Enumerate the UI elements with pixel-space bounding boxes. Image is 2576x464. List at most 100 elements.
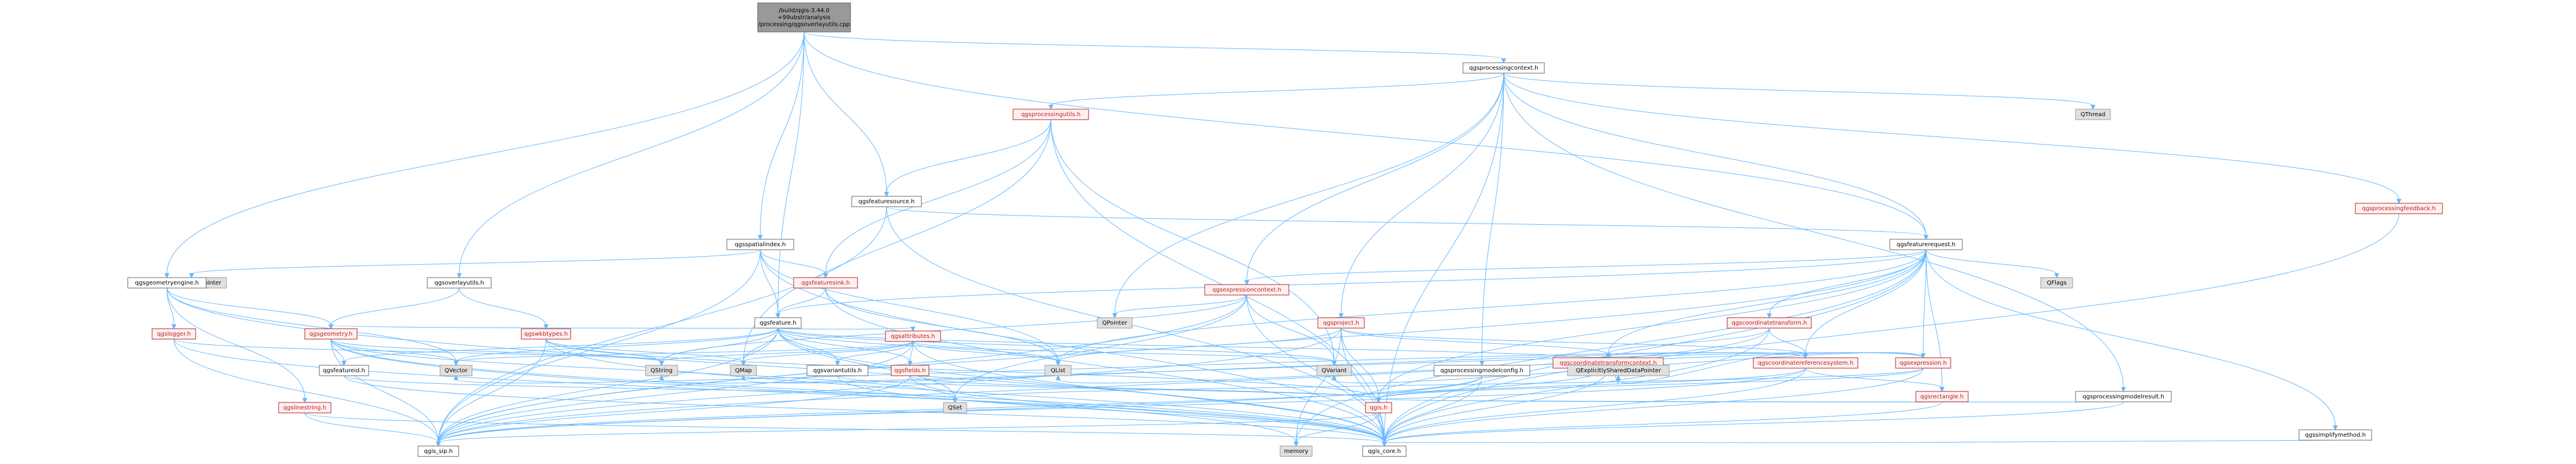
node-qgsprocessingcontext[interactable]: qgsprocessingcontext.h	[1462, 62, 1545, 74]
edge-qgsattributes-to-qstring	[661, 341, 913, 362]
node-label: qgscoordinatereferencesystem.h	[1758, 360, 1854, 366]
node-label: qgscoordinatetransform.h	[1732, 320, 1807, 326]
node-qgsrectangle[interactable]: qgsrectangle.h	[1915, 391, 1969, 402]
edge-arrowhead-qgsvariantutils	[835, 361, 840, 366]
node-root[interactable]: /build/qgis-3.44.0+99ubstr/analysis/proc…	[757, 2, 851, 33]
edge-qgsgeometry-to-qstring	[330, 339, 662, 362]
node-qgsexpression[interactable]: qgsexpression.h	[1895, 357, 1951, 369]
node-qgsfeaturerequest[interactable]: qgsfeaturerequest.h	[1889, 239, 1963, 250]
edge-qgsfeaturerequest-to-qgsexpressioncontext	[1246, 249, 1926, 282]
node-qgsexpressioncontext[interactable]: qgsexpressioncontext.h	[1204, 284, 1289, 296]
edge-arrowhead-qgsprocessingutils	[1048, 105, 1054, 110]
edge-qgsgeometry-to-qvector	[330, 339, 456, 362]
node-box	[891, 365, 929, 376]
edge-qgscoordinatetransform-to-qgis_core	[1384, 328, 1770, 443]
edge-qgsprocessingmodelconfig-to-qgis	[1378, 375, 1482, 400]
node-qgsgeometry[interactable]: qgsgeometry.h	[304, 328, 358, 340]
node-box	[1727, 317, 1812, 329]
node-qgswkbtypes[interactable]: qgswkbtypes.h	[521, 328, 571, 340]
node-label: qgsrectangle.h	[1921, 394, 1964, 400]
node-qgsattributes[interactable]: qgsattributes.h	[885, 330, 941, 342]
node-qgsfeaturesource[interactable]: qgsfeaturesource.h	[851, 196, 922, 207]
edge-qgscoordinatetransform-to-qgscoordinatereferencesystem	[1769, 328, 1806, 355]
node-label: qgssimplifymethod.h	[2305, 432, 2366, 438]
edge-arrowhead-qvariant	[1331, 375, 1337, 380]
node-box	[730, 365, 757, 376]
node-qgsprocessingmodelresult[interactable]: qgsprocessingmodelresult.h	[2075, 391, 2172, 402]
node-qgsfeaturesink[interactable]: qgsfeaturesink.h	[793, 277, 858, 289]
node-box	[2075, 109, 2111, 120]
edge-qgsfeaturerequest-to-qgis	[1378, 249, 1926, 400]
edge-qgscoordinatereferencesystem-to-qgis_core	[1384, 368, 1806, 443]
node-qgslinestring[interactable]: qgslinestring.h	[278, 402, 332, 413]
node-qgis[interactable]: qgis.h	[1365, 402, 1392, 413]
node-box	[754, 317, 802, 329]
node-qgsfields[interactable]: qgsfields.h	[891, 365, 929, 376]
edge-arrowhead-qstring	[659, 361, 664, 366]
edge-qgsattributes-to-qvariant	[913, 341, 1335, 362]
edge-arrowhead-qgsspatialindex	[758, 235, 763, 240]
node-box	[278, 402, 332, 413]
node-box	[1915, 391, 1969, 402]
node-qgsproject[interactable]: qgsproject.h	[1317, 317, 1365, 329]
node-label: qgslogger.h	[157, 331, 190, 337]
node-qvariant: QVariant	[1316, 365, 1352, 376]
node-qgis_sip[interactable]: qgis_sip.h	[417, 445, 459, 457]
edge-qgsprocessingcontext-to-qpointer	[1114, 73, 1504, 315]
node-box	[304, 328, 358, 340]
node-box	[127, 277, 207, 289]
edge-qgscoordinatetransform-to-qgis_sip	[438, 328, 1770, 443]
node-qset: QSet	[943, 402, 967, 413]
edge-qgsattributes-to-qgis_core	[913, 341, 1385, 443]
edge-qgsfeaturesource-to-qgsfeaturerequest	[886, 206, 1926, 236]
node-qgssimplifymethod[interactable]: qgssimplifymethod.h	[2298, 429, 2372, 441]
node-label: qgsfeatureid.h	[323, 368, 365, 374]
node-qgsgeometryengine[interactable]: qgsgeometryengine.h	[127, 277, 207, 289]
node-qgsspatialindex[interactable]: qgsspatialindex.h	[726, 239, 794, 250]
edge-qgsprocessingmodelconfig-to-qgis_core	[1384, 375, 1482, 443]
edge-qgsexpression-to-qset	[954, 368, 1923, 400]
node-label: qgis_core.h	[1368, 448, 1401, 455]
node-box	[1097, 317, 1133, 329]
node-box	[1204, 284, 1289, 296]
node-label: QVector	[445, 368, 469, 374]
edge-arrowhead-qgsrectangle	[1939, 387, 1945, 393]
node-qgsprocessingutils[interactable]: qgsprocessingutils.h	[1013, 109, 1089, 120]
edge-arrowhead-qthread	[2090, 105, 2096, 110]
node-qgsprocessingfeedback[interactable]: qgsprocessingfeedback.h	[2355, 203, 2443, 214]
edge-arrowhead-qgsattributes	[910, 326, 916, 332]
node-box	[2040, 277, 2073, 289]
edge-root-to-qgsgeometryengine	[167, 31, 805, 275]
edge-arrowhead-qgsfeature	[775, 313, 781, 319]
edge-qgsvariantutils-to-qgis_core	[837, 375, 1385, 443]
node-box	[439, 365, 473, 376]
node-qgis_core[interactable]: qgis_core.h	[1362, 445, 1407, 457]
edge-qgsfields-to-qgis_core	[910, 375, 1385, 443]
node-qgsvariantutils[interactable]: qgsvariantutils.h	[806, 365, 869, 376]
edge-root-to-qgsfeaturesource	[804, 31, 887, 193]
edge-qgswkbtypes-to-qgis_sip	[438, 339, 546, 443]
node-qgscoordinatetransform[interactable]: qgscoordinatetransform.h	[1727, 317, 1812, 329]
edge-qgswkbtypes-to-qgis_core	[546, 339, 1385, 443]
node-box	[521, 328, 571, 340]
node-label: qgslinestring.h	[283, 405, 326, 411]
node-qgsfeature[interactable]: qgsfeature.h	[754, 317, 802, 329]
edge-qgsattributes-to-qmap	[743, 341, 913, 362]
node-box	[851, 196, 922, 207]
node-qgslogger[interactable]: qgslogger.h	[152, 328, 196, 340]
node-label: qgsfeaturesource.h	[859, 199, 915, 205]
edge-qgsattributes-to-qgis_sip	[438, 341, 913, 443]
edge-qgsfeature-to-qgsfields	[777, 328, 910, 362]
node-qgsfeatureid[interactable]: qgsfeatureid.h	[319, 365, 369, 376]
edge-qgsprocessingcontext-to-qgsexpressioncontext	[1246, 73, 1504, 282]
node-qgsoverlayutils[interactable]: qgsoverlayutils.h	[427, 277, 492, 289]
edge-qgsprocessingcontext-to-qgsprocessingfeedback	[1503, 73, 2400, 200]
edge-qgsfeature-to-qgsvariantutils	[777, 328, 838, 362]
edge-qgsgeometryengine-to-qgslinestring	[167, 287, 305, 400]
node-qgsprocessingmodelconfig[interactable]: qgsprocessingmodelconfig.h	[1433, 365, 1530, 376]
node-label: QThread	[2081, 111, 2106, 118]
node-qgscoordinatereferencesystem[interactable]: qgscoordinatereferencesystem.h	[1753, 357, 1858, 369]
node-label: qgswkbtypes.h	[524, 331, 568, 337]
edge-arrowhead-qgsexpressioncontext	[1244, 280, 1249, 286]
edge-qgsprocessingcontext-to-qgsfeaturerequest	[1503, 73, 1926, 236]
